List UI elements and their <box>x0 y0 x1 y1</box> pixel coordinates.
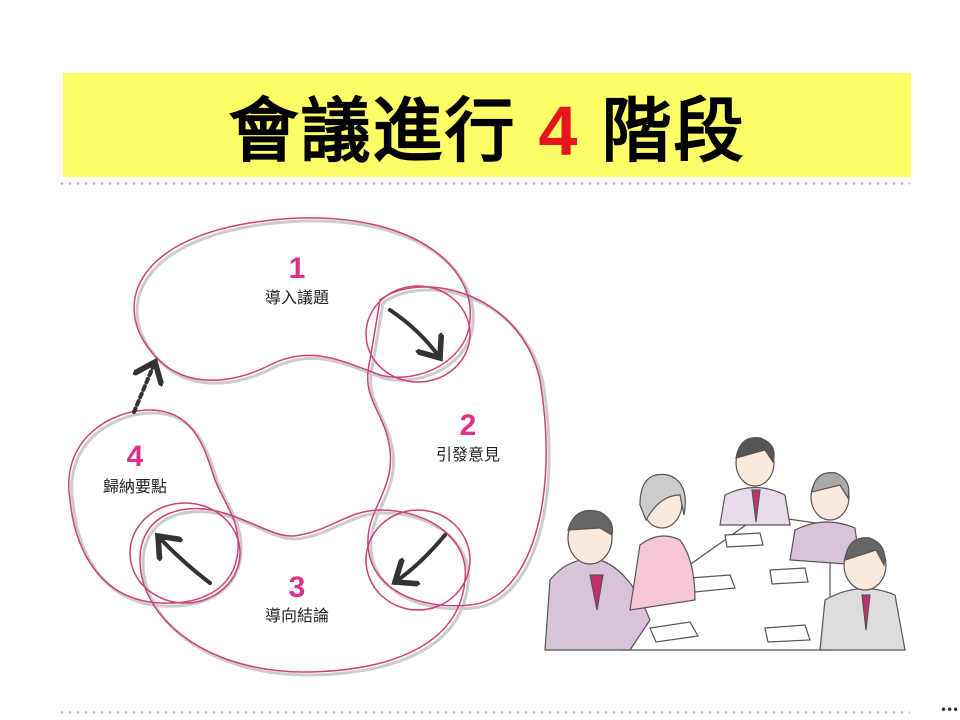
papers <box>649 532 811 643</box>
stage-3-label: 導向結論 <box>265 606 329 625</box>
more-icon[interactable]: ••• <box>940 703 959 717</box>
lobe-stage-3 <box>139 507 467 673</box>
overlap-circle-3-4 <box>129 502 241 604</box>
title-banner: 會議進行 4 階段 <box>63 73 911 177</box>
stage-2-number: 2 <box>460 409 477 442</box>
stage-4-number: 4 <box>127 440 144 473</box>
lobe-stage-2 <box>366 286 547 607</box>
person-front-right-man <box>819 537 906 651</box>
person-woman-pink <box>629 473 696 611</box>
stage-1-label: 導入議題 <box>265 288 329 307</box>
lobe-stage-1 <box>133 217 471 381</box>
bottom-dotted-divider <box>58 711 910 714</box>
person-left-man <box>544 509 651 651</box>
overlap-circle-2-3 <box>365 509 471 611</box>
arrow-3-to-4-icon <box>158 536 212 585</box>
person-right-man <box>789 472 861 566</box>
title-number: 4 <box>538 91 580 170</box>
title-prefix: 會議進行 <box>228 89 517 172</box>
stage-2-label: 引發意見 <box>436 445 500 464</box>
top-dotted-divider <box>58 182 910 185</box>
person-center-man <box>719 437 791 526</box>
stage-1-number: 1 <box>289 252 306 285</box>
stage-3-number: 3 <box>289 571 306 604</box>
overlap-circle-1-2 <box>365 285 471 383</box>
slide-title: 會議進行 4 階段 <box>229 75 746 176</box>
arrow-2-to-3-icon <box>395 533 447 582</box>
lobe-stage-4 <box>67 409 239 604</box>
stage-4-label: 歸納要點 <box>103 477 167 496</box>
meeting-people-illustration <box>544 437 906 651</box>
arrow-4-to-1-dotted-icon <box>132 362 155 414</box>
arrow-1-to-2-icon <box>388 308 440 358</box>
title-suffix: 階段 <box>601 89 746 172</box>
